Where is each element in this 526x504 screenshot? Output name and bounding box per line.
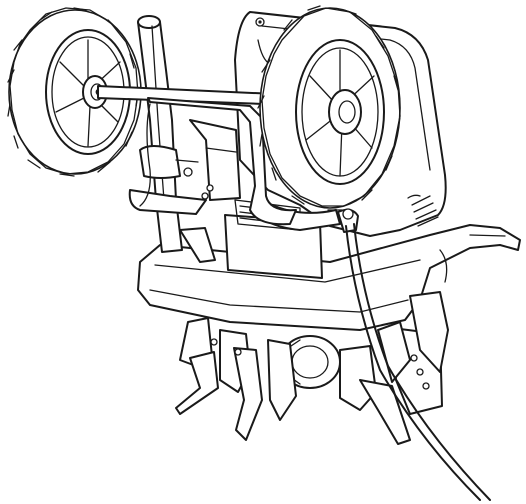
- tine-shield: [137, 224, 521, 331]
- power-cord: [337, 208, 491, 501]
- right-wheel: [257, 5, 401, 211]
- left-wheel: [7, 7, 142, 177]
